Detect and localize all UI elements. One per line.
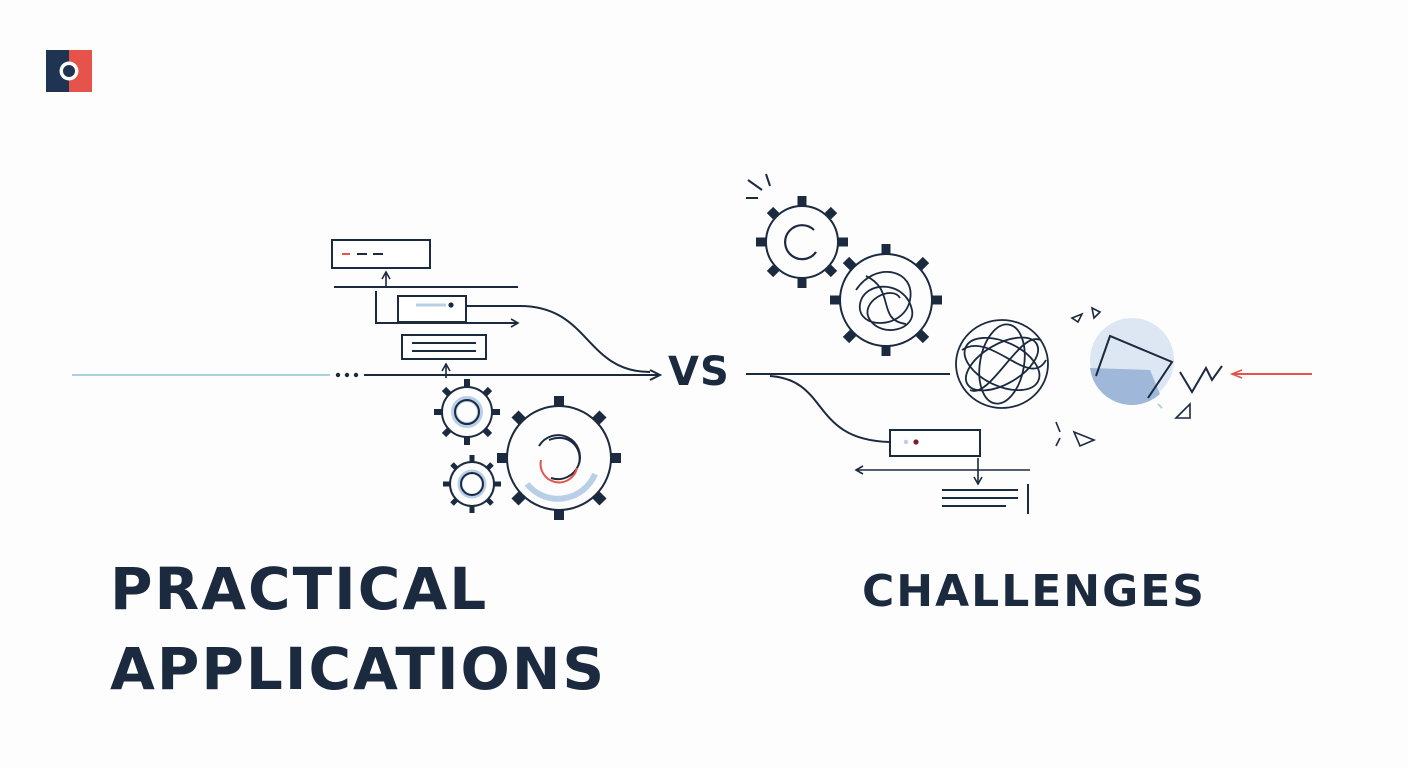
practical-title-line2: APPLICATIONS — [110, 635, 607, 703]
practical-title-line1: PRACTICAL — [110, 555, 489, 623]
logo-icon — [46, 50, 92, 92]
vs-label: VS — [668, 349, 730, 395]
gear-icon — [746, 173, 942, 356]
spark-icon — [746, 173, 771, 199]
right-axis-line — [746, 369, 1312, 514]
gear-icon — [434, 379, 621, 520]
tangle-icon — [955, 319, 1049, 409]
left-flow-blocks — [331, 239, 651, 378]
challenges-title: CHALLENGES — [862, 566, 1206, 617]
left-axis-line — [72, 373, 660, 377]
chart-circle-icon — [1055, 306, 1223, 448]
